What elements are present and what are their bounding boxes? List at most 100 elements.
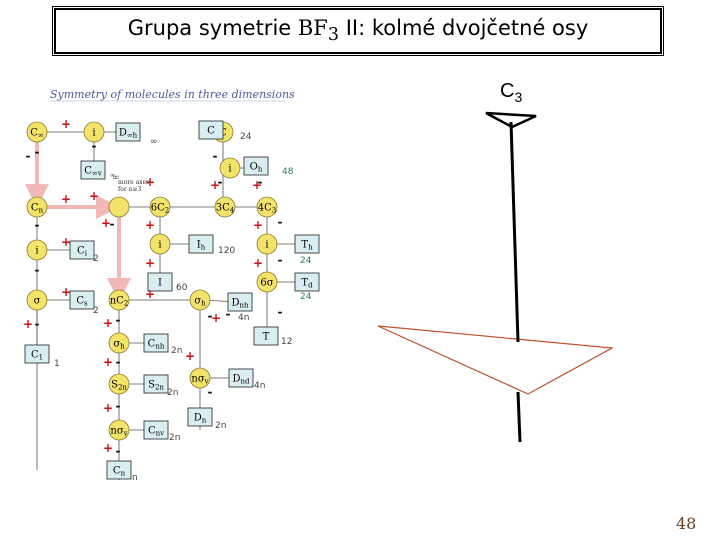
plus-sign: +: [61, 285, 71, 299]
minus-sign: -: [35, 317, 40, 331]
plus-sign: +: [145, 287, 155, 301]
symmetry-element-node: i: [219, 157, 241, 179]
node-label-sub: v: [123, 430, 128, 438]
group-box-rect: [24, 344, 50, 364]
group-box-label-sub: nd: [241, 378, 251, 386]
group-box-label-sub: nh: [240, 302, 250, 310]
group-box-rect: [294, 272, 320, 292]
group-order-label: 120: [218, 246, 235, 256]
symmetry-element-node: i: [149, 233, 171, 255]
group-order-label: 48: [282, 167, 294, 177]
plus-sign: +: [61, 235, 71, 249]
minus-sign: -: [208, 385, 213, 399]
minus-sign: -: [110, 217, 115, 231]
group-order-label: 12: [281, 337, 292, 347]
group-box-label: Td: [301, 278, 313, 290]
node-label: σh: [194, 296, 206, 308]
group-box-rect: [115, 122, 141, 142]
group-box-label-sub: nv: [156, 430, 165, 438]
node-label: i: [228, 164, 231, 175]
node-circle: [256, 233, 278, 255]
minus-sign: -: [116, 399, 121, 413]
minus-sign: -: [26, 149, 31, 163]
symmetry-element-node: C∞: [26, 121, 48, 143]
c3-label-sub: 3: [514, 89, 523, 105]
minus-sign: -: [226, 307, 231, 321]
point-group-box: D∞h∞: [115, 122, 158, 147]
node-label: 4C3: [258, 203, 276, 215]
node-label-sub: n: [39, 207, 44, 215]
minus-sign: -: [92, 139, 97, 153]
minus-sign: -: [213, 149, 218, 163]
group-box-label-sub: d: [308, 282, 313, 290]
symmetry-element-node: 3C4: [214, 196, 236, 218]
group-box-rect: [187, 407, 213, 427]
node-label: 6σ: [260, 278, 273, 289]
plus-sign: +: [210, 178, 220, 192]
title-formula: BF3: [298, 16, 339, 45]
group-order-label: 2: [93, 254, 99, 264]
group-box-rect: [143, 333, 169, 353]
minus-sign: -: [208, 309, 213, 323]
plus-sign: +: [185, 349, 195, 363]
node-circle: [189, 289, 211, 311]
point-group-box: C24: [198, 120, 252, 142]
group-order-label: 2n: [167, 388, 178, 398]
plus-sign: +: [253, 256, 263, 270]
plus-sign: +: [61, 117, 71, 131]
node-circle: [26, 121, 48, 143]
group-order-label: 4n: [238, 313, 249, 323]
symmetry-element-node: 6σ: [256, 271, 278, 293]
node-label: i: [35, 246, 38, 257]
node-circle: [83, 121, 105, 143]
node-circle: [219, 157, 241, 179]
node-label: i: [158, 240, 161, 251]
node-circle: [256, 196, 278, 218]
group-box-rect: [228, 368, 254, 388]
symmetry-element-node: σh: [189, 289, 211, 311]
plus-sign: +: [103, 355, 113, 369]
minus-sign: -: [116, 444, 121, 458]
group-box-label-sub: h: [201, 244, 206, 252]
c3-axis-upper: [509, 121, 520, 343]
group-box-rect: [69, 240, 95, 260]
group-box-rect: [69, 290, 95, 310]
plus-sign: +: [145, 218, 155, 232]
flowchart-arrows: [25, 140, 131, 302]
plus-sign: +: [253, 218, 263, 232]
group-order-label: ∞: [150, 137, 158, 147]
point-group-box: C11: [24, 344, 60, 369]
group-order-label: 60: [176, 283, 188, 293]
node-circle: [149, 196, 171, 218]
group-box-label-sub: nh: [155, 343, 165, 351]
minus-sign: -: [278, 305, 283, 319]
note-infinity: ∞: [110, 172, 115, 179]
plus-sign: +: [23, 317, 33, 331]
node-circle: [108, 373, 130, 395]
plus-sign: +: [61, 192, 71, 206]
group-box-label-sub: h: [258, 166, 263, 174]
group-box-rect: [106, 460, 132, 480]
group-order-label: 24: [300, 292, 312, 302]
group-box-rect: [143, 374, 169, 394]
flowchart-signs: +++++++++++++++++++++-------------------…: [23, 117, 283, 458]
c3-axis-lower: [516, 391, 522, 443]
node-circle: [108, 289, 130, 311]
symmetry-element-node: i: [83, 121, 105, 143]
symmetry-element-node: S2n: [108, 373, 130, 395]
plus-sign: +: [211, 311, 221, 325]
group-box-rect: [253, 326, 279, 346]
bf3-triangle: [377, 325, 615, 395]
group-box-label: Ci: [77, 246, 88, 258]
symmetry-element-node: nσv: [189, 367, 211, 389]
plus-sign: +: [103, 316, 113, 330]
group-box-label-sub: 1: [39, 354, 43, 362]
node-label-sub: ∞: [38, 132, 44, 140]
symmetry-element-node: 6C2: [149, 196, 171, 218]
slide-title: Grupa symetrie BF3 II: kolmé dvojčetné o…: [128, 16, 589, 45]
symmetry-element-node: [108, 196, 130, 218]
